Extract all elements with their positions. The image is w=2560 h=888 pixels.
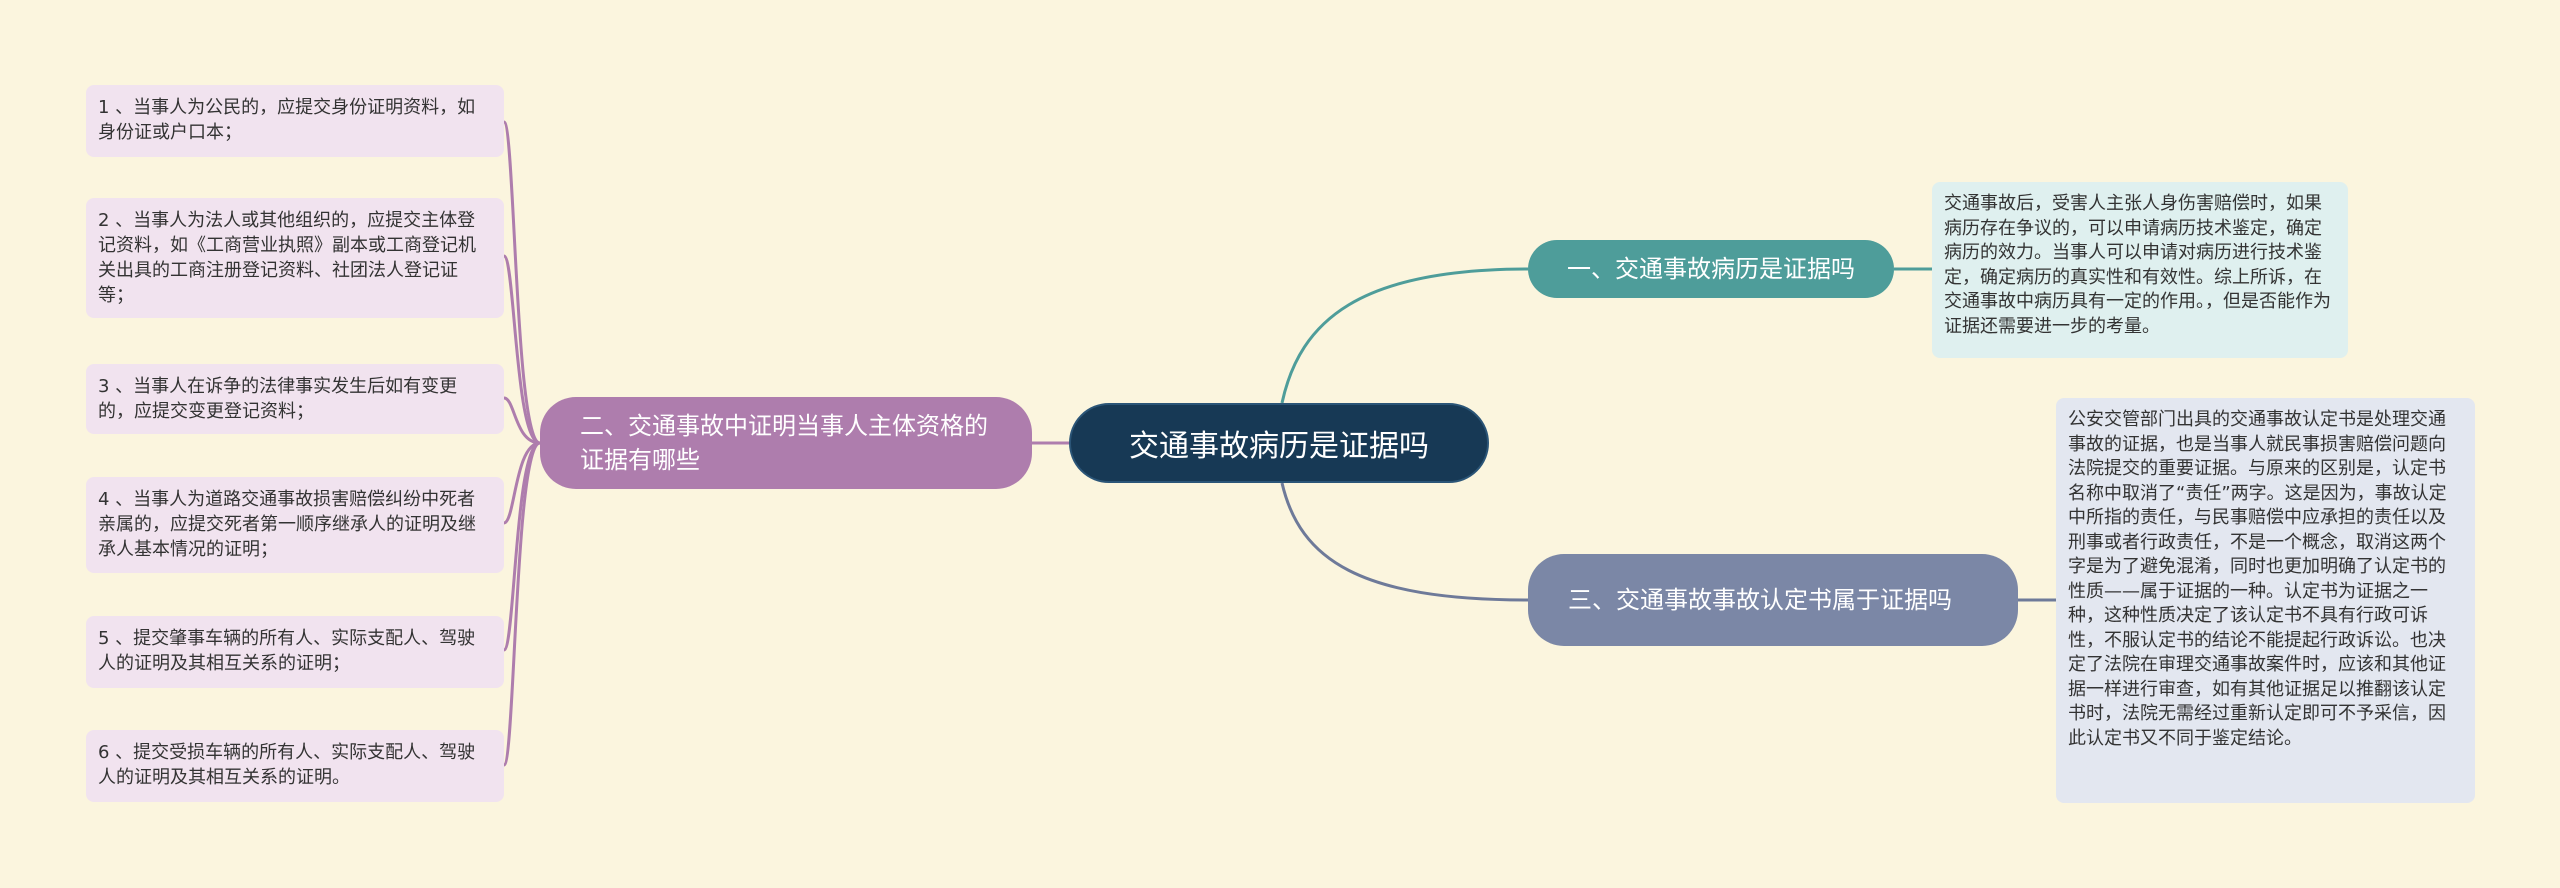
branch-2-detail-2[interactable]: 2 、当事人为法人或其他组织的，应提交主体登记资料，如《工商营业执照》副本或工商… [86, 198, 504, 318]
root-topic-label: 交通事故病历是证据吗 [1129, 429, 1429, 464]
branch-topic-1-label: 一、交通事故病历是证据吗 [1567, 255, 1855, 283]
branch-2-detail-3-text: 3 、当事人在诉争的法律事实发生后如有变更的，应提交变更登记资料； [98, 376, 458, 422]
branch-2-detail-1[interactable]: 1 、当事人为公民的，应提交身份证明资料，如身份证或户口本； [86, 85, 504, 157]
edge-branch2-detail-3 [503, 396, 541, 445]
edge-branch2-detail-5 [502, 441, 541, 652]
edge-branch2-detail-4 [503, 441, 541, 525]
edge-root-branch3 [1280, 482, 1529, 602]
branch-topic-2[interactable]: 二、交通事故中证明当事人主体资格的证据有哪些 [540, 397, 1032, 489]
branch-2-detail-5-text: 5 、提交肇事车辆的所有人、实际支配人、驾驶人的证明及其相互关系的证明； [98, 628, 476, 674]
branch-topic-3[interactable]: 三、交通事故事故认定书属于证据吗 [1528, 554, 2018, 646]
branch-2-detail-4-text: 4 、当事人为道路交通事故损害赔偿纠纷中死者亲属的，应提交死者第一顺序继承人的证… [98, 489, 476, 560]
branch-2-detail-6-text: 6 、提交受损车辆的所有人、实际支配人、驾驶人的证明及其相互关系的证明。 [98, 742, 476, 788]
edge-branch2-detail-6 [502, 441, 541, 767]
edge-branch2-detail-1 [502, 120, 541, 445]
branch-3-detail-text: 公安交管部门出具的交通事故认定书是处理交通事故的证据，也是当事人就民事损害赔偿问… [2068, 409, 2447, 749]
branch-2-detail-1-text: 1 、当事人为公民的，应提交身份证明资料，如身份证或户口本； [98, 97, 476, 143]
edge-branch2-detail-2 [502, 254, 541, 445]
branch-2-detail-4[interactable]: 4 、当事人为道路交通事故损害赔偿纠纷中死者亲属的，应提交死者第一顺序继承人的证… [86, 477, 504, 573]
branch-2-detail-6[interactable]: 6 、提交受损车辆的所有人、实际支配人、驾驶人的证明及其相互关系的证明。 [86, 730, 504, 802]
branch-1-detail-text: 交通事故后，受害人主张人身伤害赔偿时，如果病历存在争议的，可以申请病历技术鉴定，… [1944, 193, 2331, 337]
branch-1-detail[interactable]: 交通事故后，受害人主张人身伤害赔偿时，如果病历存在争议的，可以申请病历技术鉴定，… [1932, 182, 2348, 358]
branch-3-detail[interactable]: 公安交管部门出具的交通事故认定书是处理交通事故的证据，也是当事人就民事损害赔偿问… [2056, 398, 2475, 803]
branch-topic-2-label: 二、交通事故中证明当事人主体资格的证据有哪些 [580, 412, 988, 474]
branch-2-detail-2-text: 2 、当事人为法人或其他组织的，应提交主体登记资料，如《工商营业执照》副本或工商… [98, 210, 476, 306]
edge-root-branch1 [1280, 267, 1529, 404]
root-topic[interactable]: 交通事故病历是证据吗 [1069, 403, 1489, 483]
branch-2-detail-3[interactable]: 3 、当事人在诉争的法律事实发生后如有变更的，应提交变更登记资料； [86, 364, 504, 434]
branch-topic-1[interactable]: 一、交通事故病历是证据吗 [1528, 240, 1894, 298]
branch-topic-3-label: 三、交通事故事故认定书属于证据吗 [1568, 586, 1952, 614]
branch-2-detail-5[interactable]: 5 、提交肇事车辆的所有人、实际支配人、驾驶人的证明及其相互关系的证明； [86, 616, 504, 688]
